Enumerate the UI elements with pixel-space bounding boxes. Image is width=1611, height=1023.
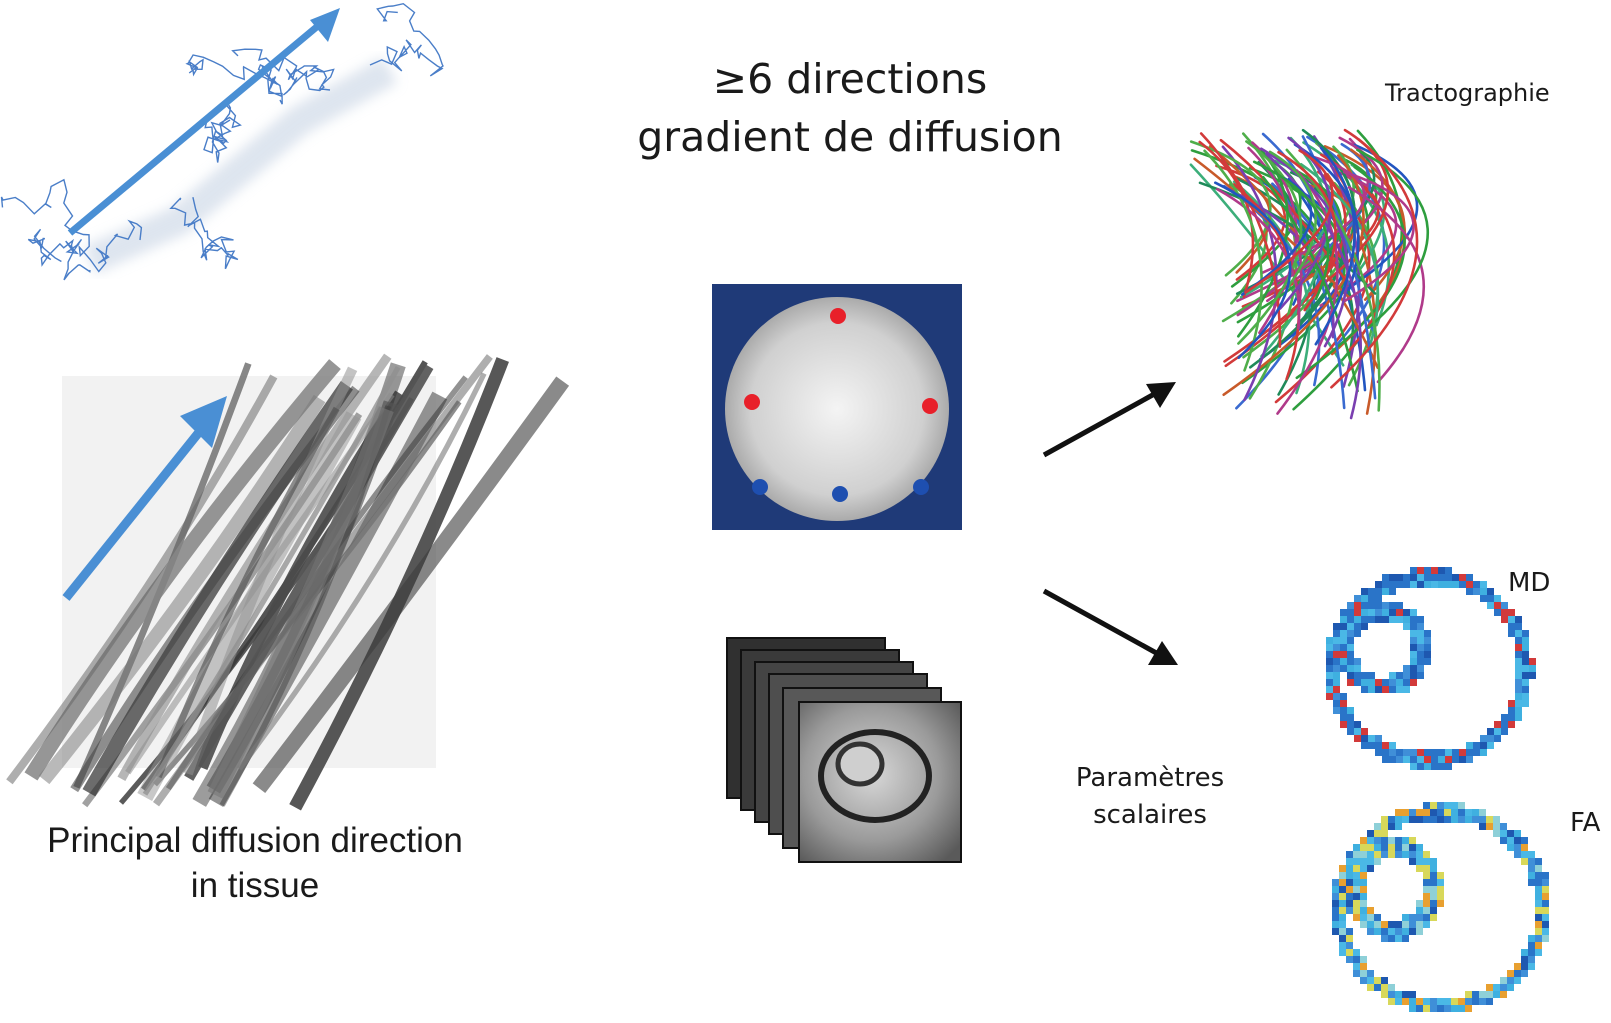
title-line-2: gradient de diffusion [637,113,1063,161]
caption-line-2: in tissue [190,866,320,905]
principal-direction-caption: Principal diffusion direction in tissue [0,818,510,908]
fa-map-image [1332,802,1549,1012]
md-map-image [1326,567,1536,770]
parametres-line-2: scalaires [1093,800,1207,830]
direction-point-blue [832,486,848,502]
direction-point-blue [752,479,768,495]
direction-point-red [744,394,760,410]
random-walk-diagram [0,2,444,281]
tractographie-label: Tractographie [1385,79,1550,107]
random-walk-trace [0,2,444,281]
tissue-arrow-head-icon [180,396,227,448]
diffusion-sphere [725,297,949,521]
parametres-line-1: Paramètres [1075,763,1225,793]
tissue-microscopy-image [6,353,570,811]
gradient-directions-title: ≥6 directions gradient de diffusion [560,50,1140,166]
arrow-to-tractography [1042,382,1176,458]
tractography-image [1189,128,1430,420]
direction-point-blue [913,479,929,495]
arrow-to-scalar-maps [1042,588,1178,665]
mri-slice-stack [726,637,962,863]
direction-point-red [830,308,846,324]
title-line-1: ≥6 directions [712,55,988,103]
tissue-direction-arrow [62,413,216,601]
fa-label: FA [1570,808,1601,838]
principal-direction-arrow [67,17,328,236]
tissue-fibers [6,353,570,811]
gradient-sphere-image [712,284,962,530]
arrow-head-icon [310,8,340,42]
direction-point-red [922,398,938,414]
mri-slice-front [798,701,962,863]
md-label: MD [1508,568,1551,598]
parametres-scalaires-label: Paramètres scalaires [1050,760,1250,834]
caption-line-1: Principal diffusion direction [47,821,463,860]
